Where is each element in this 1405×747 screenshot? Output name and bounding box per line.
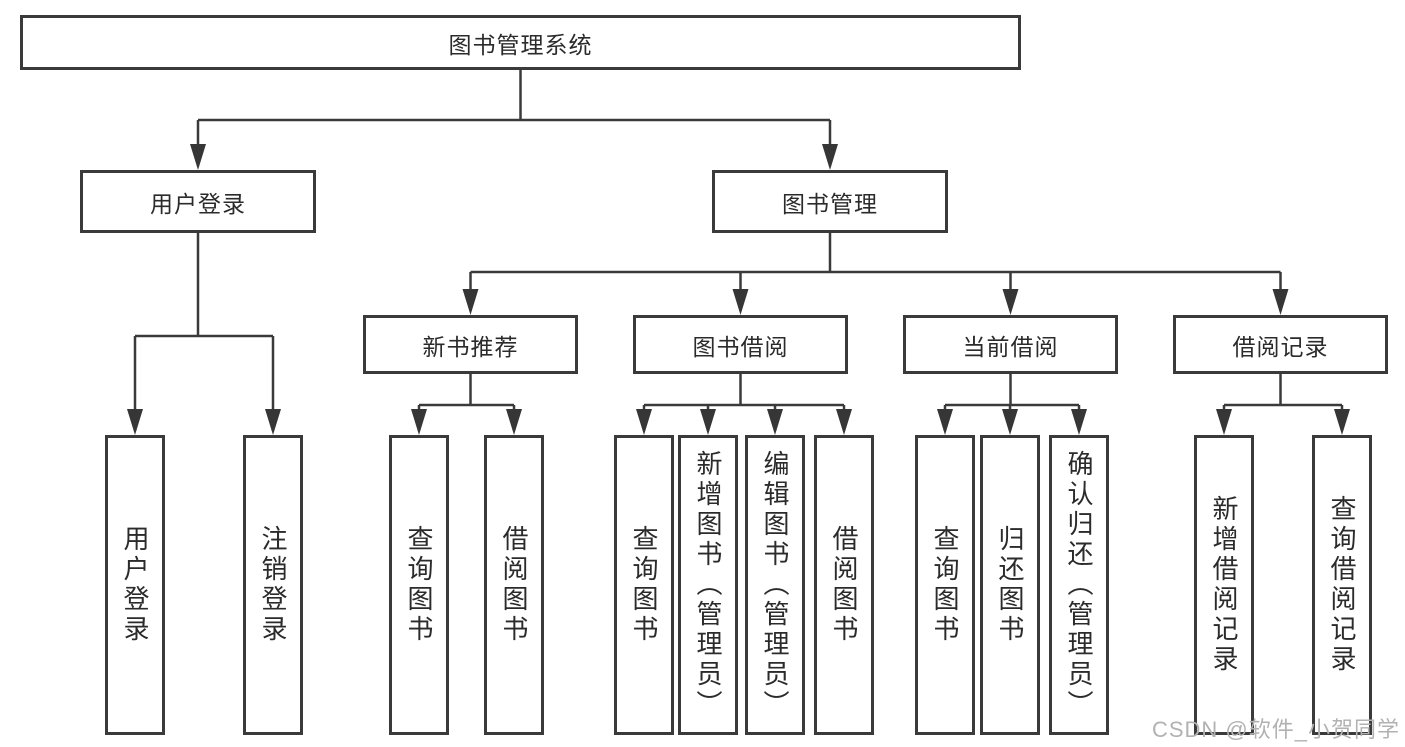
node-current-borrow: 当前借阅: [903, 315, 1118, 374]
leaf-query-books-current-label: 查询图书: [930, 525, 960, 645]
leaf-edit-book-admin-label: 编辑图书（管理员）: [760, 450, 790, 720]
leaf-query-books-recommend-label: 查询图书: [404, 525, 434, 645]
leaf-query-books-borrow: 查询图书: [614, 435, 674, 735]
node-new-book-recommend: 新书推荐: [363, 315, 578, 374]
leaf-borrow-books: 借阅图书: [814, 435, 874, 735]
leaf-return-book-label: 归还图书: [995, 525, 1025, 645]
node-root: 图书管理系统: [20, 15, 1021, 70]
leaf-query-books-current: 查询图书: [915, 435, 975, 735]
leaf-query-borrow-record: 查询借阅记录: [1312, 435, 1372, 735]
leaf-borrow-books-recommend: 借阅图书: [484, 435, 544, 735]
leaf-add-borrow-record: 新增借阅记录: [1194, 435, 1254, 735]
node-book-borrow: 图书借阅: [633, 315, 848, 374]
node-current-borrow-label: 当前借阅: [962, 333, 1059, 360]
node-book-management-label: 图书管理: [782, 190, 878, 217]
node-borrow-records: 借阅记录: [1173, 315, 1388, 374]
node-root-label: 图书管理系统: [448, 31, 593, 58]
leaf-query-books-recommend: 查询图书: [389, 435, 449, 735]
leaf-borrow-books-label: 借阅图书: [829, 525, 859, 645]
watermark: CSDN @软件_小贺同学: [1151, 717, 1400, 742]
node-book-borrow-label: 图书借阅: [692, 333, 789, 360]
leaf-query-borrow-record-label: 查询借阅记录: [1327, 495, 1357, 675]
leaf-return-book: 归还图书: [980, 435, 1040, 735]
node-book-management: 图书管理: [712, 170, 948, 233]
leaf-add-borrow-record-label: 新增借阅记录: [1209, 495, 1239, 675]
node-borrow-records-label: 借阅记录: [1232, 333, 1329, 360]
leaf-user-login-label: 用户登录: [120, 525, 150, 645]
leaf-user-login: 用户登录: [105, 435, 165, 735]
leaf-add-book-admin-label: 新增图书（管理员）: [693, 450, 723, 720]
leaf-confirm-return-admin-label: 确认归还（管理员）: [1064, 450, 1094, 720]
leaf-confirm-return-admin: 确认归还（管理员）: [1049, 435, 1109, 735]
node-user-login-label: 用户登录: [150, 190, 246, 217]
leaf-logout: 注销登录: [243, 435, 303, 735]
leaf-borrow-books-recommend-label: 借阅图书: [499, 525, 529, 645]
leaf-logout-label: 注销登录: [258, 525, 288, 645]
leaf-add-book-admin: 新增图书（管理员）: [678, 435, 738, 735]
node-new-book-recommend-label: 新书推荐: [422, 333, 519, 360]
connector-lines: [133, 70, 1344, 431]
node-user-login: 用户登录: [80, 170, 316, 233]
leaf-query-books-borrow-label: 查询图书: [629, 525, 659, 645]
leaf-edit-book-admin: 编辑图书（管理员）: [745, 435, 805, 735]
